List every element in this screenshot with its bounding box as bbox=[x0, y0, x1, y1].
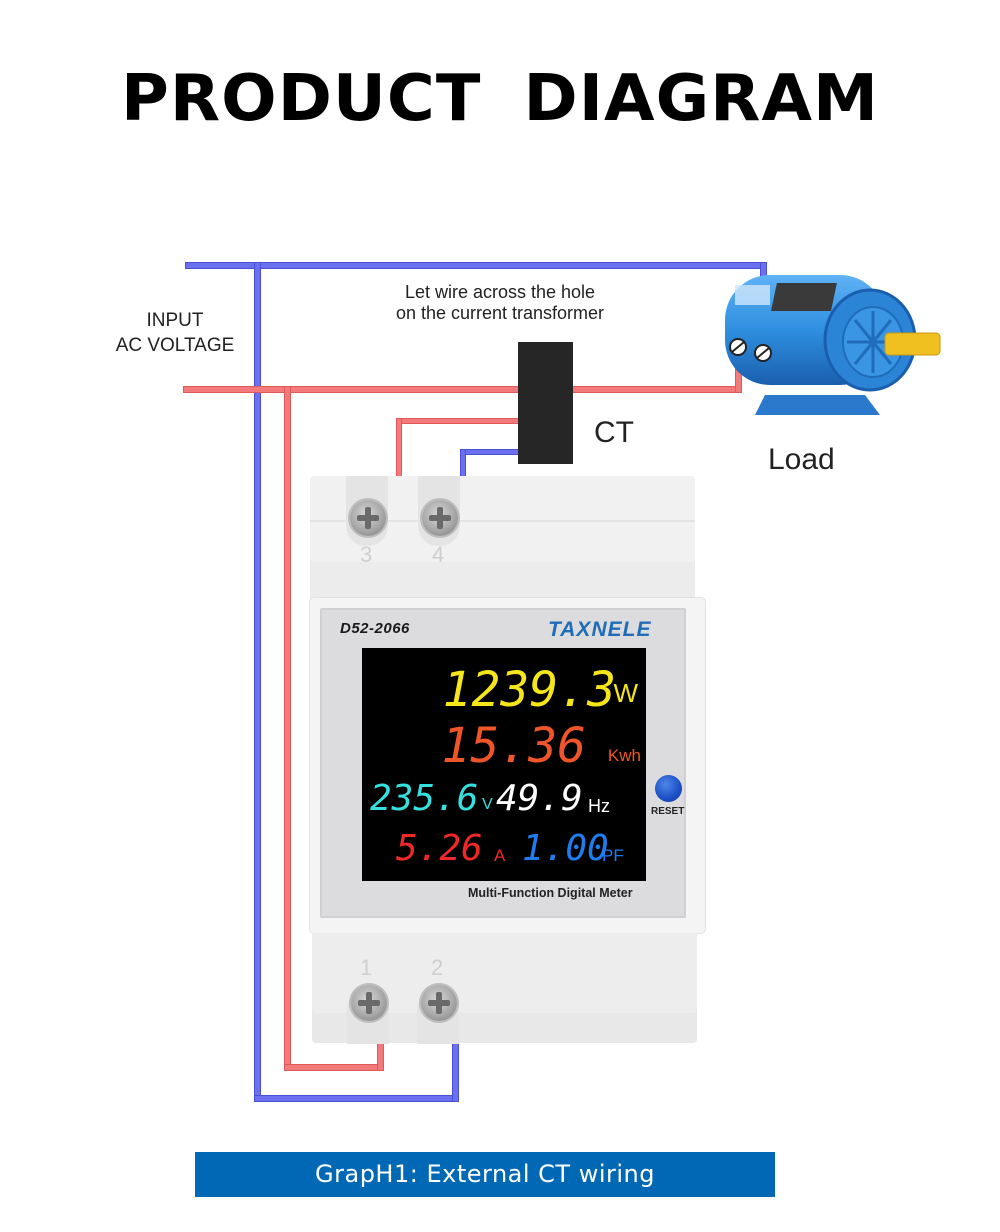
energy-value: 15.36 bbox=[441, 718, 587, 774]
ct-note-line1: Let wire across the hole bbox=[404, 282, 596, 302]
terminal-number-4: 4 bbox=[432, 542, 445, 567]
ct-lead-red-to-terminal-3 bbox=[396, 418, 402, 477]
meter-subtitle: Multi-Function Digital Meter bbox=[468, 886, 633, 900]
ct-lead-blue-to-terminal-4 bbox=[460, 449, 466, 477]
reset-label: RESET bbox=[651, 806, 685, 817]
voltage-unit: V bbox=[482, 796, 493, 813]
ct-lead-blue-horizontal bbox=[460, 449, 520, 455]
energy-unit: Kwh bbox=[607, 746, 641, 765]
live-wire-top bbox=[183, 386, 741, 393]
current-unit: A bbox=[494, 846, 506, 865]
power-factor-unit: PF bbox=[602, 846, 624, 865]
model-number: D52-2066 bbox=[340, 620, 410, 637]
reset-button[interactable] bbox=[655, 775, 682, 802]
terminal-number-1: 1 bbox=[360, 955, 373, 980]
terminal-screw-4[interactable] bbox=[422, 500, 458, 536]
terminal-screw-2[interactable] bbox=[421, 985, 457, 1021]
voltage-value: 235.6 bbox=[370, 778, 479, 819]
load-label: Load bbox=[768, 443, 835, 476]
power-factor-value: 1.00 bbox=[522, 828, 609, 869]
terminal-number-3: 3 bbox=[360, 542, 373, 567]
neutral-wire-top bbox=[185, 262, 767, 269]
live-wire-to-terminal-1 bbox=[377, 1042, 384, 1071]
frequency-value: 49.9 bbox=[496, 778, 583, 819]
live-wire-vertical bbox=[284, 386, 291, 1071]
terminal-screw-1[interactable] bbox=[351, 985, 387, 1021]
power-value: 1239.3 bbox=[442, 662, 616, 718]
live-wire-bottom bbox=[284, 1064, 384, 1071]
ct-instruction-note: Let wire across the hole on the current … bbox=[370, 282, 630, 324]
terminal-screw-3[interactable] bbox=[350, 500, 386, 536]
ct-note-line2: on the current transformer bbox=[395, 303, 605, 323]
terminal-number-2: 2 bbox=[431, 955, 444, 980]
input-label-line1: INPUT bbox=[146, 310, 204, 331]
neutral-wire-to-terminal-2 bbox=[452, 1042, 459, 1102]
neutral-wire-bottom bbox=[254, 1095, 459, 1102]
frequency-unit: Hz bbox=[588, 796, 610, 816]
motor-load-icon bbox=[725, 275, 941, 415]
lcd-display: 1239.3 W 15.36 Kwh 235.6 V 49.9 Hz 5.26 … bbox=[362, 648, 646, 881]
neutral-wire-vertical bbox=[254, 262, 261, 1102]
ct-lead-red-horizontal bbox=[396, 418, 520, 424]
current-transformer bbox=[518, 342, 573, 464]
input-ac-voltage-label: INPUT AC VOLTAGE bbox=[100, 308, 250, 358]
figure-caption: GrapH1: External CT wiring bbox=[195, 1152, 775, 1197]
meter-top-ridge bbox=[310, 520, 695, 522]
page-title: PRODUCT DIAGRAM bbox=[121, 62, 879, 136]
ct-label: CT bbox=[594, 416, 634, 449]
current-value: 5.26 bbox=[396, 828, 483, 869]
brand-logo: TAXNELE bbox=[548, 618, 652, 641]
power-unit: W bbox=[613, 678, 638, 708]
input-label-line2: AC VOLTAGE bbox=[115, 335, 235, 356]
